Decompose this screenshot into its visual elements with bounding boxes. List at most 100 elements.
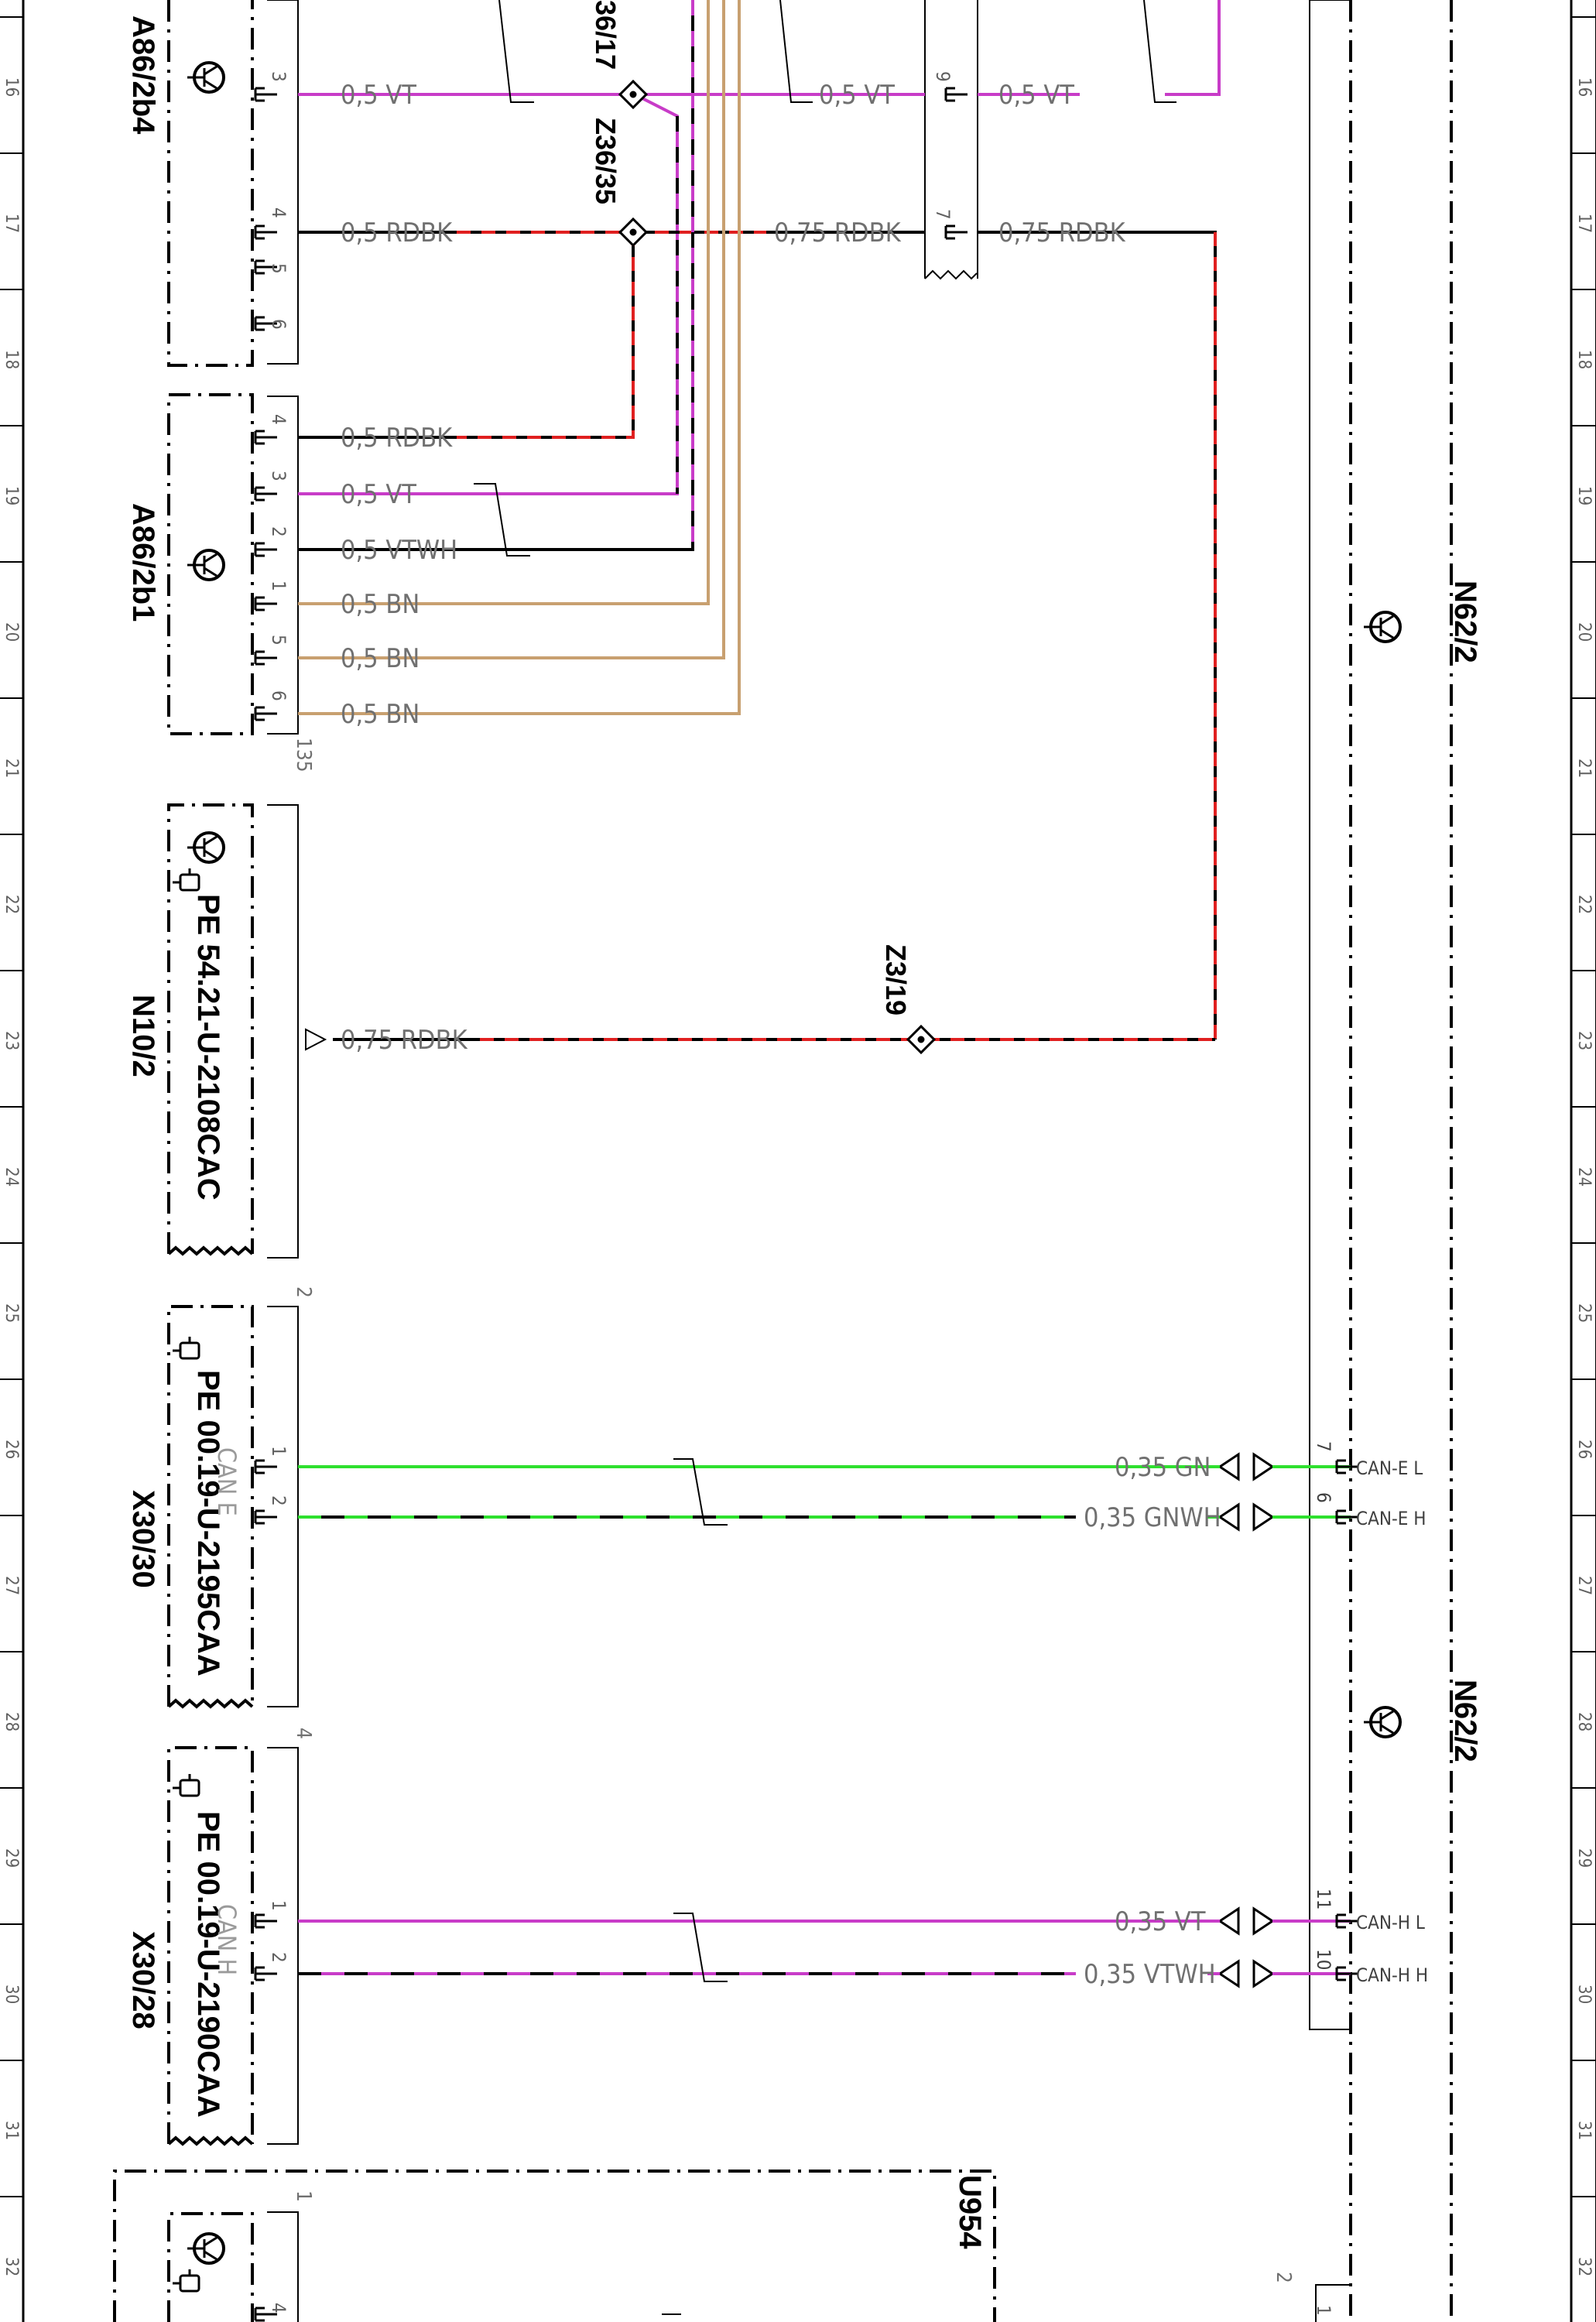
grid-number: 29 — [2, 1848, 21, 1868]
grid-number: 22 — [1574, 895, 1594, 914]
n62-2-bracket — [1309, 0, 1351, 2030]
splice-z3-19 — [906, 1024, 937, 1055]
grid-number: 29 — [1574, 1848, 1594, 1868]
pin-terminal — [254, 1459, 277, 1474]
grid-ticks — [0, 16, 1596, 2197]
grid-number: 23 — [2, 1031, 21, 1050]
wire-violet-trunk-a — [1165, 0, 1221, 96]
ref-x30-28: 4 — [292, 1728, 315, 1739]
pin-a86-2b1-6: 6 — [268, 690, 289, 701]
label-n62-2-top: N62/2 — [1448, 580, 1482, 663]
a86-2b4-bracket — [267, 0, 299, 365]
pin-terminal — [254, 650, 277, 666]
u954-box — [113, 2170, 996, 2322]
can-connector-icon — [1207, 1959, 1285, 1988]
grid-number: 31 — [2, 2121, 21, 2140]
ref-u954-right: 2 — [1272, 2272, 1295, 2283]
wire-label: 0,5 RDBK — [341, 217, 453, 248]
n62-2-bracket-bottom — [1315, 2284, 1351, 2322]
wire-leader-2 — [779, 0, 813, 103]
wire-a86-2b1-p2 — [298, 0, 694, 551]
pin-a86-2b1-2: 2 — [268, 526, 289, 537]
n10-2-zigzag — [167, 1245, 254, 1256]
control-unit-icon — [187, 2232, 225, 2265]
grid-number: 30 — [1574, 1985, 1594, 2004]
label-n62-2-bottom: N62/2 — [1448, 1680, 1482, 1762]
pointing-hand-icon — [173, 1337, 200, 1360]
inline-connector-break — [924, 269, 978, 280]
pin-terminal — [1335, 1966, 1358, 1981]
grid-number: 28 — [2, 1712, 21, 1731]
pin-terminal — [254, 1966, 277, 1981]
ref-u954: 1 — [292, 2190, 315, 2202]
pe-x30-28: PE 00.19-U-2190CAA — [191, 1811, 225, 2118]
pin-a86-2b1-1: 1 — [268, 580, 289, 591]
wire-label: 0,5 VT — [998, 80, 1074, 111]
can-term-label: CAN-E H — [1356, 1508, 1426, 1529]
wire-can-e-twist — [673, 1458, 728, 1526]
wire-a86-2b1-p5 — [298, 0, 725, 659]
wire-label: 0,5 VTWH — [341, 535, 457, 566]
grid-number: 26 — [2, 1440, 21, 1459]
grid-number: 31 — [1574, 2121, 1594, 2140]
grid-number: 21 — [1574, 759, 1594, 778]
grid-number: 19 — [1574, 486, 1594, 505]
grid-number: 24 — [2, 1167, 21, 1187]
can-term-pin: 7 — [1313, 1441, 1334, 1452]
grid-number: 18 — [2, 350, 21, 369]
a86-2b4-box — [167, 0, 254, 367]
wire-label: 0,5 BN — [341, 589, 420, 620]
label-n10-2: N10/2 — [126, 995, 160, 1077]
wire-z36-35-drop-red — [457, 232, 635, 439]
wire-label: 0,5 RDBK — [341, 423, 453, 454]
can-h-label: CAN H — [212, 1904, 241, 1975]
pin-terminal — [254, 1509, 277, 1525]
grid-number: 32 — [1574, 2257, 1594, 2276]
grid-number: 17 — [2, 214, 21, 233]
pin-a86-2b1-3: 3 — [268, 471, 289, 481]
pe-x30-30: PE 00.19-U-2195CAA — [191, 1370, 225, 1676]
label-u954: U954 — [953, 2175, 987, 2249]
wire-a86-2b1-p6 — [298, 0, 741, 715]
sensor-icon — [187, 549, 225, 581]
can-term-pin: 10 — [1313, 1949, 1334, 1970]
control-unit-icon — [1364, 1706, 1402, 1738]
wire-label: 0,5 BN — [341, 699, 420, 730]
wire-label: 0,5 VT — [341, 479, 416, 510]
pin-terminal — [254, 1913, 277, 1929]
grid-number: 17 — [1574, 214, 1594, 233]
wire-label: 0,75 RDBK — [774, 217, 902, 248]
pin-terminal — [1335, 1913, 1358, 1929]
can-e-label: CAN E — [212, 1447, 241, 1516]
splice-z36-17 — [618, 79, 649, 110]
wire-leader-4 — [474, 483, 530, 557]
grid-number: 30 — [2, 1985, 21, 2004]
pin-x30-28-2: 2 — [268, 1952, 289, 1963]
wire-label: 0,35 VTWH — [1084, 1959, 1216, 1990]
wire-can-h-twist — [673, 1913, 728, 1982]
pin-terminal — [254, 224, 277, 240]
can-term-pin: 6 — [1313, 1492, 1334, 1503]
wire-label: 0,5 VT — [341, 80, 416, 111]
can-connector-icon — [1207, 1452, 1285, 1481]
label-x30-30: X30/30 — [126, 1490, 160, 1588]
grid-number: 21 — [2, 759, 21, 778]
label-a86-2b4: A86/2b4 — [126, 15, 160, 135]
pin-terminal — [254, 316, 277, 331]
pe-n10-2: PE 54.21-U-2108CAC — [191, 894, 225, 1200]
a86-2b1-box — [167, 393, 254, 735]
label-z36-17: 36/17 — [590, 0, 622, 70]
pin-terminal — [254, 87, 277, 102]
wire-label: 0,35 GN — [1115, 1452, 1211, 1483]
grid-number: 19 — [2, 486, 21, 505]
x30-28-zigzag — [167, 2135, 254, 2146]
pin-x30-30-2: 2 — [268, 1495, 289, 1506]
sensor-icon — [187, 831, 225, 864]
pin-mid-7: 7 — [932, 209, 954, 220]
wire-label: 0,75 RDBK — [341, 1025, 468, 1056]
grid-number: 16 — [1574, 77, 1594, 97]
sheet-border — [22, 0, 1596, 2322]
pin-x30-28-1: 1 — [268, 1900, 289, 1911]
